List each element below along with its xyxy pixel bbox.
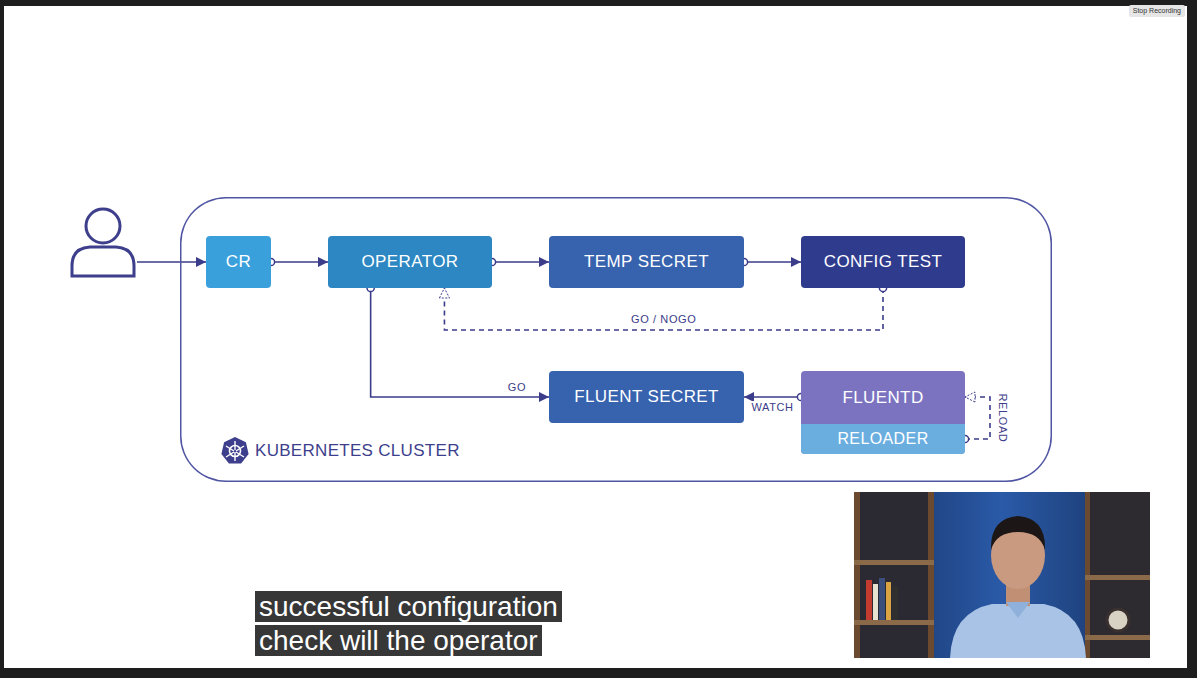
edge-label: RELOAD (995, 392, 1008, 445)
flow-arrow (744, 261, 801, 263)
sidecar-band: RELOADER (801, 424, 965, 454)
process-box: OPERATOR (328, 236, 492, 288)
flow-arrow (492, 261, 549, 263)
box-label: OPERATOR (361, 236, 458, 288)
caption-text: successful configuration check will the … (255, 591, 562, 656)
process-box: CR (206, 236, 271, 288)
slide-ground (4, 6, 1187, 668)
kubernetes-logo (221, 437, 248, 464)
region-label: KUBERNETES CLUSTER (255, 441, 460, 461)
webcam-video (854, 492, 1150, 658)
subtitle-caption: successful configuration check will the … (255, 590, 585, 658)
edge-label: GO (506, 381, 528, 394)
process-box: CONFIG TEST (801, 236, 965, 288)
process-box: TEMP SECRET (549, 236, 744, 288)
box-label: TEMP SECRET (584, 236, 709, 288)
flow-arrow (271, 261, 328, 263)
edge-label: GO / NOGO (629, 313, 698, 326)
box-label: FLUENT SECRET (574, 371, 719, 423)
user-arrow (137, 261, 206, 263)
box-label: RELOADER (837, 424, 928, 454)
user-icon (72, 209, 134, 276)
feedback-arrow (965, 397, 990, 439)
edge-label: WATCH (749, 401, 795, 414)
stop-recording-button: Stop Recording (1129, 5, 1185, 17)
box-label: CONFIG TEST (824, 236, 942, 288)
feedback-arrow (444, 288, 883, 330)
flow-arrow (744, 396, 801, 398)
pod-box: FLUENTDRELOADER (801, 371, 965, 454)
box-label: FLUENTD (842, 371, 923, 424)
box-label: CR (226, 236, 251, 288)
process-box: FLUENT SECRET (549, 371, 744, 423)
flow-arrow (371, 288, 549, 397)
cluster-region: KUBERNETES CLUSTER CR OPERATOR TEMP SECRET C… (180, 197, 1052, 482)
